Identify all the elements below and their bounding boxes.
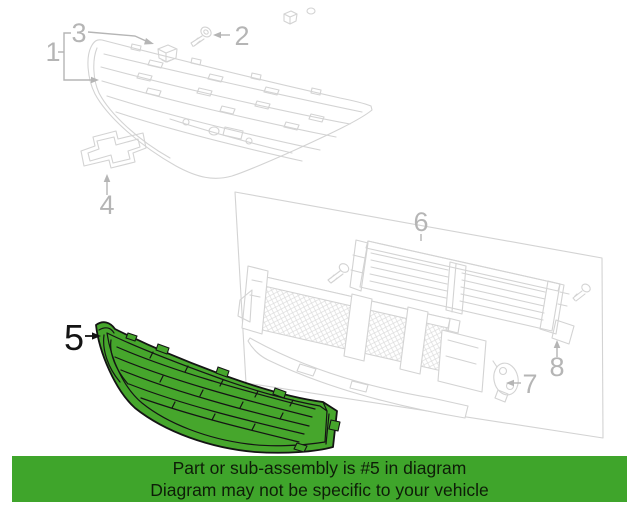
banner-line2: Diagram may not be specific to your vehi… [150,480,489,500]
screw-art-right [572,283,591,302]
callout-1-label: 1 [45,37,60,67]
callout-6-label: 6 [413,207,428,237]
radiator-shutter-art [349,239,575,345]
bowtie-emblem-art [80,130,147,169]
lower-grille-art [237,265,487,419]
callout-3-label: 3 [71,18,86,48]
bracket-art [492,360,519,403]
clip-art [157,44,178,63]
callout-8-label: 8 [549,352,564,382]
highlighted-grille-part-5 [95,321,341,454]
callout-5-label-highlighted: 5 [64,317,84,358]
callout-numbers: 1 2 3 4 5 6 7 8 [45,18,564,399]
callout-7-label: 7 [522,369,537,399]
highlight-banner: Part or sub-assembly is #5 in diagram Di… [12,456,627,502]
upper-grille-art [87,7,373,179]
banner-line1: Part or sub-assembly is #5 in diagram [172,458,467,478]
leader-lines [58,31,561,387]
callout-2-label: 2 [234,21,249,51]
screw-art-left [327,263,350,284]
bolt-art [190,26,212,47]
callout-4-label: 4 [99,190,114,220]
